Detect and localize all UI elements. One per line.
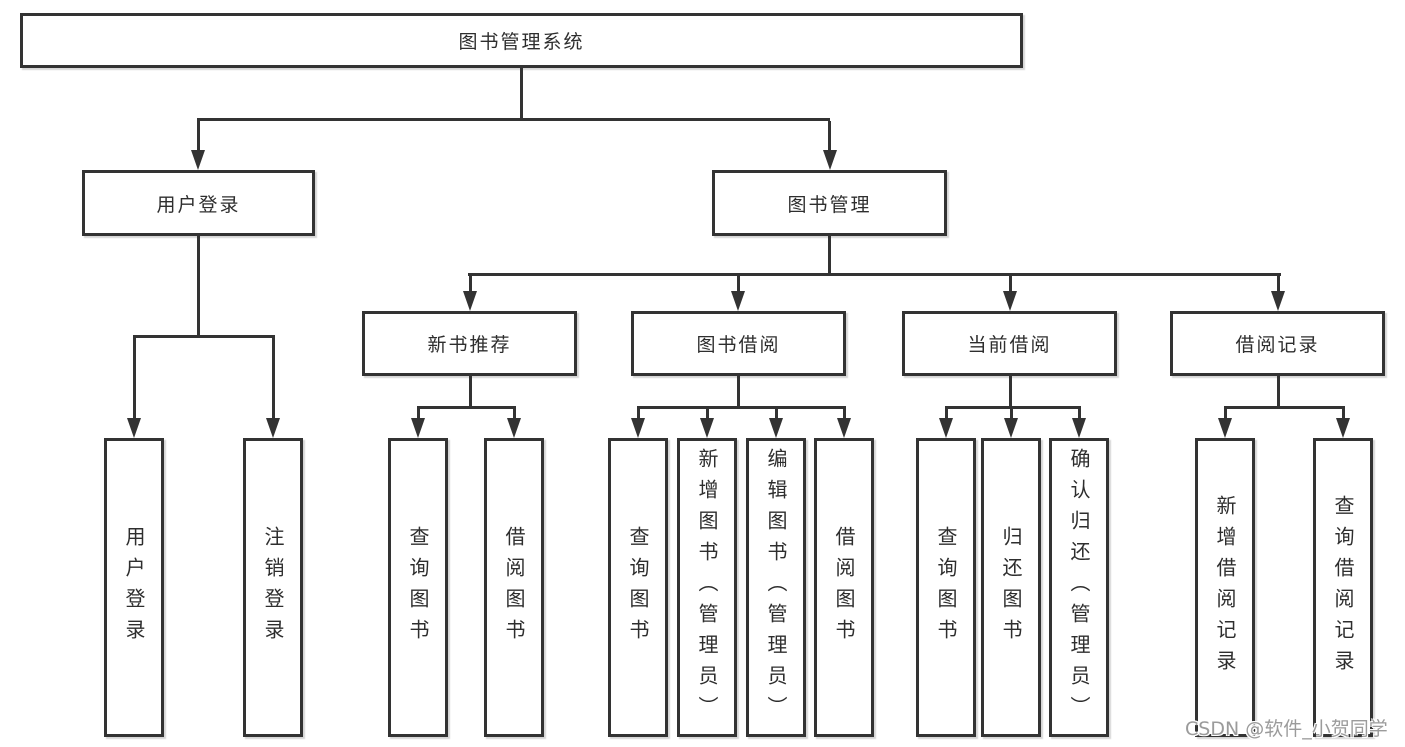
connector-book-borrow-stem (736, 376, 740, 406)
leaf-borrow-books-recommend: 借阅图书 (484, 438, 544, 737)
arrow-to-leaf-borrow-books-2 (837, 409, 851, 438)
arrow-to-book-borrow (731, 276, 745, 311)
connector-book-management-stem (828, 236, 831, 273)
arrow-to-leaf-query-books-3 (939, 409, 953, 438)
arrow-to-new-book-recommend (463, 276, 477, 311)
connector-user-login-stem (197, 236, 200, 335)
leaf-borrow-books-borrow: 借阅图书 (814, 438, 874, 737)
leaf-add-borrow-record: 新增借阅记录 (1195, 438, 1255, 737)
node-current-borrow: 当前借阅 (902, 311, 1117, 376)
leaf-user-login: 用户登录 (104, 438, 164, 737)
leaf-edit-book-admin: 编辑图书（管理员） (746, 438, 806, 737)
arrow-to-borrow-records (1271, 276, 1285, 311)
connector-book-management-rail (468, 273, 1281, 276)
leaf-query-books-borrow: 查询图书 (608, 438, 668, 737)
node-book-management: 图书管理 (712, 170, 947, 236)
connector-root-rail (197, 118, 830, 121)
leaf-query-books-recommend: 查询图书 (388, 438, 448, 737)
node-new-book-recommend: 新书推荐 (362, 311, 577, 376)
leaf-logout: 注销登录 (243, 438, 303, 737)
connector-root-stem (520, 68, 523, 118)
arrow-to-leaf-query-borrow-record (1336, 409, 1350, 438)
leaf-query-borrow-record: 查询借阅记录 (1313, 438, 1373, 737)
leaf-return-book: 归还图书 (981, 438, 1041, 737)
connector-borrow-records-stem (1276, 376, 1280, 406)
arrow-to-leaf-add-borrow-record (1218, 409, 1232, 438)
arrow-to-leaf-return-book (1004, 409, 1018, 438)
arrow-to-leaf-logout (266, 338, 280, 438)
arrow-to-book-management (822, 121, 837, 170)
connector-current-borrow-stem (1008, 376, 1012, 406)
arrow-to-leaf-borrow-books-1 (507, 409, 521, 438)
arrow-to-leaf-add-book (700, 409, 714, 438)
connector-user-login-rail (133, 335, 275, 338)
arrow-to-leaf-query-books-1 (411, 409, 425, 438)
arrow-to-current-borrow (1003, 276, 1017, 311)
connector-new-book-stem (468, 376, 472, 406)
connector-book-borrow-rail (637, 406, 846, 409)
node-borrow-records: 借阅记录 (1170, 311, 1385, 376)
node-library-management-system: 图书管理系统 (20, 13, 1023, 68)
leaf-confirm-return-admin: 确认归还（管理员） (1049, 438, 1109, 737)
arrow-to-leaf-confirm-return (1072, 409, 1086, 438)
arrow-to-user-login (191, 121, 205, 170)
leaf-query-books-current: 查询图书 (916, 438, 976, 737)
arrow-to-leaf-query-books-2 (631, 409, 645, 438)
csdn-watermark: CSDN @软件_小贺同学 (1185, 718, 1388, 740)
node-user-login: 用户登录 (82, 170, 315, 236)
connector-new-book-rail (417, 406, 516, 409)
connector-borrow-records-rail (1224, 406, 1345, 409)
node-book-borrow: 图书借阅 (631, 311, 846, 376)
arrow-to-leaf-edit-book (769, 409, 783, 438)
arrow-to-leaf-user-login (127, 338, 141, 438)
connector-current-borrow-rail (945, 406, 1081, 409)
leaf-add-book-admin: 新增图书（管理员） (677, 438, 737, 737)
